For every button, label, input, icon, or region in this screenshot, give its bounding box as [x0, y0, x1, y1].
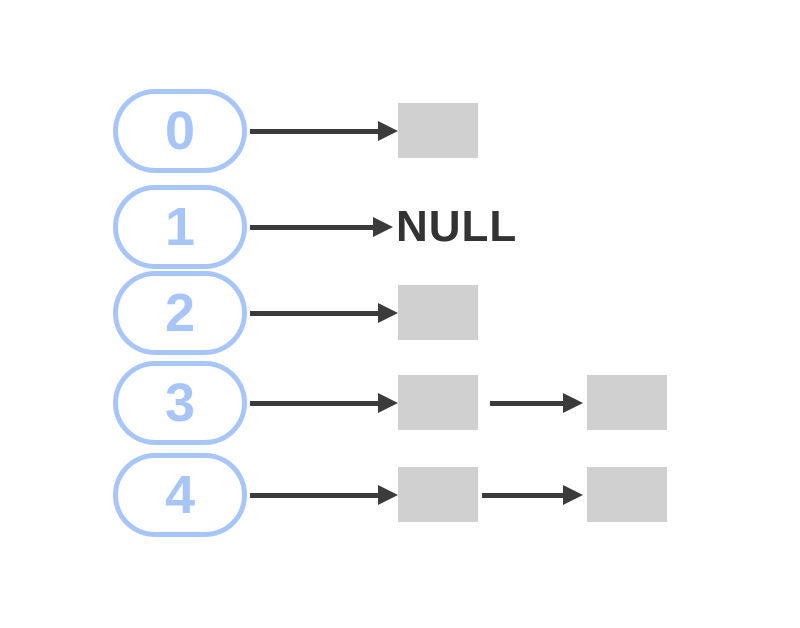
list-node	[398, 467, 478, 522]
list-node	[587, 375, 667, 430]
list-node	[398, 103, 478, 158]
bucket-pointer-arrow	[250, 121, 398, 141]
bucket-label: 3	[164, 373, 196, 433]
bucket-pointer-arrow	[250, 217, 393, 237]
node-pointer-arrow	[482, 485, 583, 505]
arrow-head-icon	[378, 121, 398, 141]
bucket-label: 0	[164, 101, 196, 161]
arrow-head-icon	[378, 393, 398, 413]
arrow-line	[250, 224, 373, 230]
arrow-line	[250, 310, 378, 316]
arrow-head-icon	[563, 485, 583, 505]
bucket-4: 4	[113, 453, 247, 537]
bucket-pointer-arrow	[250, 303, 398, 323]
bucket-pointer-arrow	[250, 485, 398, 505]
node-pointer-arrow	[490, 393, 583, 413]
bucket-0: 0	[113, 89, 247, 173]
arrow-head-icon	[378, 303, 398, 323]
bucket-label: 2	[164, 283, 196, 343]
list-node	[587, 467, 667, 522]
arrow-head-icon	[563, 393, 583, 413]
bucket-1: 1	[113, 185, 247, 269]
arrow-line	[250, 400, 378, 406]
list-node	[398, 375, 478, 430]
bucket-2: 2	[113, 271, 247, 355]
arrow-line	[250, 492, 378, 498]
arrow-head-icon	[373, 217, 393, 237]
arrow-line	[482, 492, 563, 498]
bucket-3: 3	[113, 361, 247, 445]
arrow-line	[250, 128, 378, 134]
bucket-pointer-arrow	[250, 393, 398, 413]
bucket-label: 1	[164, 197, 196, 257]
null-label: NULL	[396, 202, 518, 251]
bucket-label: 4	[164, 465, 196, 525]
arrow-line	[490, 400, 563, 406]
arrow-head-icon	[378, 485, 398, 505]
list-node	[398, 285, 478, 340]
